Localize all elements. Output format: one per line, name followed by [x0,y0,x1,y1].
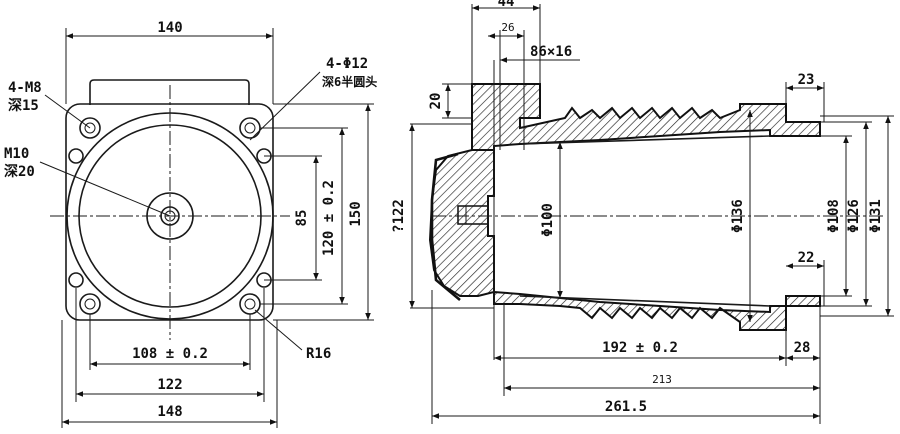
dim-213: 213 [652,373,672,386]
dim-23: 23 [798,72,815,88]
dim-140: 140 [157,20,182,36]
dim-phi108: Φ108 [826,199,842,233]
dim-150: 150 [348,201,364,226]
callout-m10: M10 [4,146,29,162]
leader-r16 [254,309,303,351]
dim-261: 261.5 [605,399,647,415]
leader-phi12 [249,71,321,141]
dim-phi126: Φ126 [846,199,862,233]
dim-120: 120 ± 0.2 [321,180,337,256]
dim-phi131: Φ131 [868,199,884,233]
top-tab [89,79,250,105]
section-bottom-wall [493,290,821,331]
cap-outline [430,152,461,301]
dim-122: ?122 [391,199,407,233]
dim-44: 44 [498,0,515,10]
callout-phi12-note: 深6半圆头 [322,74,377,89]
leader-m10 [39,161,171,217]
dim-phi100: Φ100 [540,203,556,237]
dim-20: 20 [428,93,444,110]
callout-r16: R16 [306,346,331,362]
dim-28: 28 [794,340,811,356]
hub-bolt [457,205,489,225]
callout-m10-depth: 深20 [4,163,35,180]
section-hub [428,149,495,297]
dim-phi136: Φ136 [730,199,746,233]
dim-85: 85 [294,210,310,227]
callout-phi12: 4-Φ12 [326,56,368,72]
dim-148: 148 [157,404,182,420]
callout-m8-depth: 深15 [8,97,39,114]
dim-108: 108 ± 0.2 [132,346,208,362]
side-view: 44 26 86×16 20 ?122 Φ100 Φ136 23 22 [391,0,894,424]
front-view: 140 108 ± 0.2 122 148 85 120 ± 0.2 150 4 [4,20,377,428]
dim-86x16: 86×16 [530,44,572,60]
dim-192: 192 ± 0.2 [602,340,678,356]
callout-m8: 4-M8 [8,80,42,96]
dim-22: 22 [798,250,815,266]
dim-26: 26 [501,21,514,34]
section-top-wall [471,83,821,151]
dim-122: 122 [157,377,182,393]
leader-m8 [44,94,91,129]
